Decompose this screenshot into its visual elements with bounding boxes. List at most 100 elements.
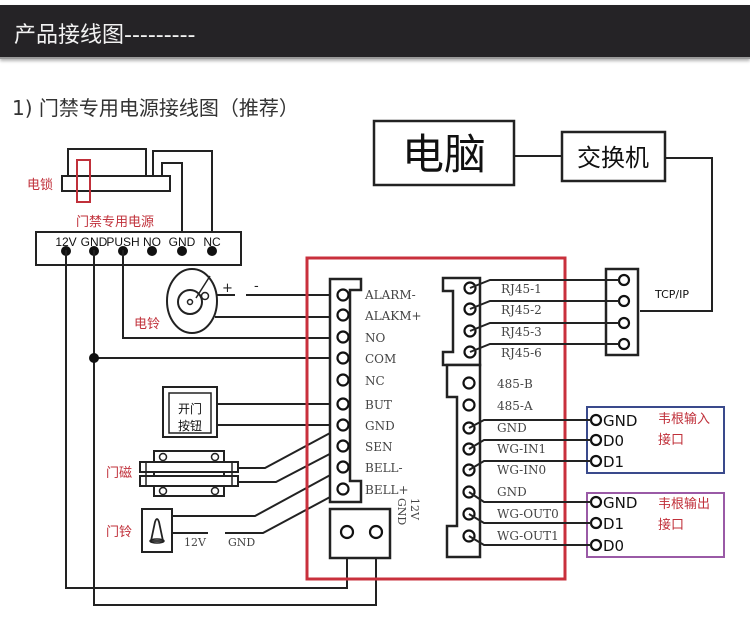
terminal-label-wg-in1: WG-IN1	[497, 442, 546, 456]
ps-12v-wire	[65, 250, 348, 589]
switch-box: 交换机	[560, 130, 667, 183]
terminal-bell	[336, 482, 350, 496]
wiegand-input-title-2: 接口	[658, 432, 684, 448]
wiegand-pin-label-gnd: GND	[603, 412, 637, 430]
page-title: 产品接线图---------	[14, 23, 196, 48]
ps-push-wire	[122, 250, 345, 339]
wiegand-pin-d0	[589, 538, 603, 552]
wiegand-pin-d1	[589, 516, 603, 530]
power-terminal-label-nc: NC	[203, 235, 221, 249]
terminal-label-wg-out0: WG-OUT0	[497, 507, 559, 521]
terminal-alarm	[336, 288, 350, 302]
bell-minus-label: -	[254, 279, 259, 294]
power-terminal-label-gnd: GND	[169, 235, 196, 249]
lock-label: 电锁	[27, 177, 53, 193]
switch-label: 交换机	[577, 144, 649, 172]
wiegand-input-title-1: 韦根输入	[658, 411, 710, 427]
terminal-label-com: COM	[365, 352, 396, 366]
sensor-gnd-wire	[238, 424, 346, 469]
terminal-nc	[336, 373, 350, 387]
wiegand-pin-d1	[589, 454, 603, 468]
doorbell-gnd-label: GND	[228, 536, 255, 549]
door-sensor: 门磁	[106, 450, 239, 497]
rj45-wire	[469, 343, 619, 353]
doorbell-bell-plus-wire	[225, 488, 346, 534]
rj45-wire	[469, 300, 619, 310]
doorbell-bell-minus-wire	[172, 466, 346, 517]
terminal-label-rj45-2: RJ45-2	[501, 303, 542, 317]
power-gnd-terminal	[368, 524, 384, 540]
wiegand-output-title-2: 接口	[658, 517, 684, 533]
terminal-sen	[336, 439, 350, 453]
terminal-label-bell: BELL-	[365, 461, 403, 475]
controller-gnd-label: GND	[395, 498, 408, 525]
rj45-jack-pin	[617, 294, 631, 308]
wiegand-wire	[468, 535, 591, 546]
power-terminal-label-gnd: GND	[81, 235, 108, 249]
terminal-label-bell: BELL+	[365, 483, 409, 497]
doorbell-label: 门铃	[106, 525, 132, 540]
terminal-label-gnd: GND	[497, 485, 527, 499]
wiegand-wire	[468, 491, 591, 503]
wiegand-pin-label-gnd: GND	[603, 494, 637, 512]
terminal-label-sen: SEN	[365, 440, 392, 454]
power-terminal-nc	[207, 246, 217, 256]
controller-board	[305, 256, 567, 581]
computer-label: 电脑	[402, 130, 486, 179]
terminal-label-gnd: GND	[365, 419, 395, 433]
terminal-label-rj45-3: RJ45-3	[501, 325, 542, 339]
right-terminal-block	[445, 363, 482, 559]
junction-dot	[89, 353, 99, 363]
terminal-alakm	[336, 308, 350, 322]
ps-gnd-wire	[93, 250, 377, 606]
power-terminal-gnd	[177, 246, 187, 256]
power-terminal-label-12v: 12V	[55, 235, 76, 249]
doorbell: 门铃 12V GND	[106, 508, 255, 553]
electric-bell: 电铃 + -	[134, 268, 259, 334]
terminal-label-wg-out1: WG-OUT1	[497, 529, 559, 543]
wiegand-output-title-1: 韦根输出	[658, 496, 710, 512]
wiegand-wire	[468, 439, 591, 450]
terminal-com	[336, 351, 350, 365]
exit-button: 开门 按钮	[162, 386, 218, 438]
terminal-label-rj45-1: RJ45-1	[501, 282, 542, 296]
terminal-bell	[336, 460, 350, 474]
computer-box: 电脑	[372, 119, 516, 187]
wiegand-output-box	[586, 492, 725, 558]
switch-tcpip-wire	[640, 157, 713, 312]
power-terminal-label-no: NO	[143, 235, 161, 249]
rj45-jack-pin	[617, 337, 631, 351]
terminal-485-b	[462, 376, 476, 390]
power-supply-label: 门禁专用电源	[76, 215, 154, 230]
terminal-label-wg-in0: WG-IN0	[497, 463, 546, 477]
electric-lock: 电锁	[27, 148, 171, 203]
lock-nc-wire	[152, 150, 213, 235]
rj45-wire	[469, 279, 619, 289]
terminal-label-but: BUT	[365, 398, 392, 412]
controller-power-block	[328, 507, 392, 560]
exit-button-label-1: 开门	[178, 401, 202, 416]
power-terminal-no	[147, 246, 157, 256]
rj45-wire	[469, 322, 619, 332]
wiegand-pin-gnd	[589, 495, 603, 509]
wiegand-pin-label-d0: D0	[603, 537, 624, 555]
terminal-gnd	[336, 418, 350, 432]
exit-button-label-2: 按钮	[178, 418, 202, 433]
wiegand-wire	[468, 460, 591, 471]
controller-12v-label: 12V	[408, 498, 421, 521]
tcpip-label: TCP/IP	[654, 288, 689, 301]
power-terminal-label-push: PUSH	[106, 235, 139, 249]
terminal-label-485-b: 485-B	[497, 377, 533, 391]
wiegand-pin-label-d0: D0	[603, 432, 624, 450]
section-title: 1) 门禁专用电源接线图（推荐）	[12, 96, 299, 120]
terminal-label-rj45-6: RJ45-6	[501, 346, 542, 360]
terminal-485-a	[462, 398, 476, 412]
terminal-but	[336, 397, 350, 411]
terminal-label-alakm: ALAKM+	[364, 309, 422, 323]
rj45-jack-pin	[617, 316, 631, 330]
